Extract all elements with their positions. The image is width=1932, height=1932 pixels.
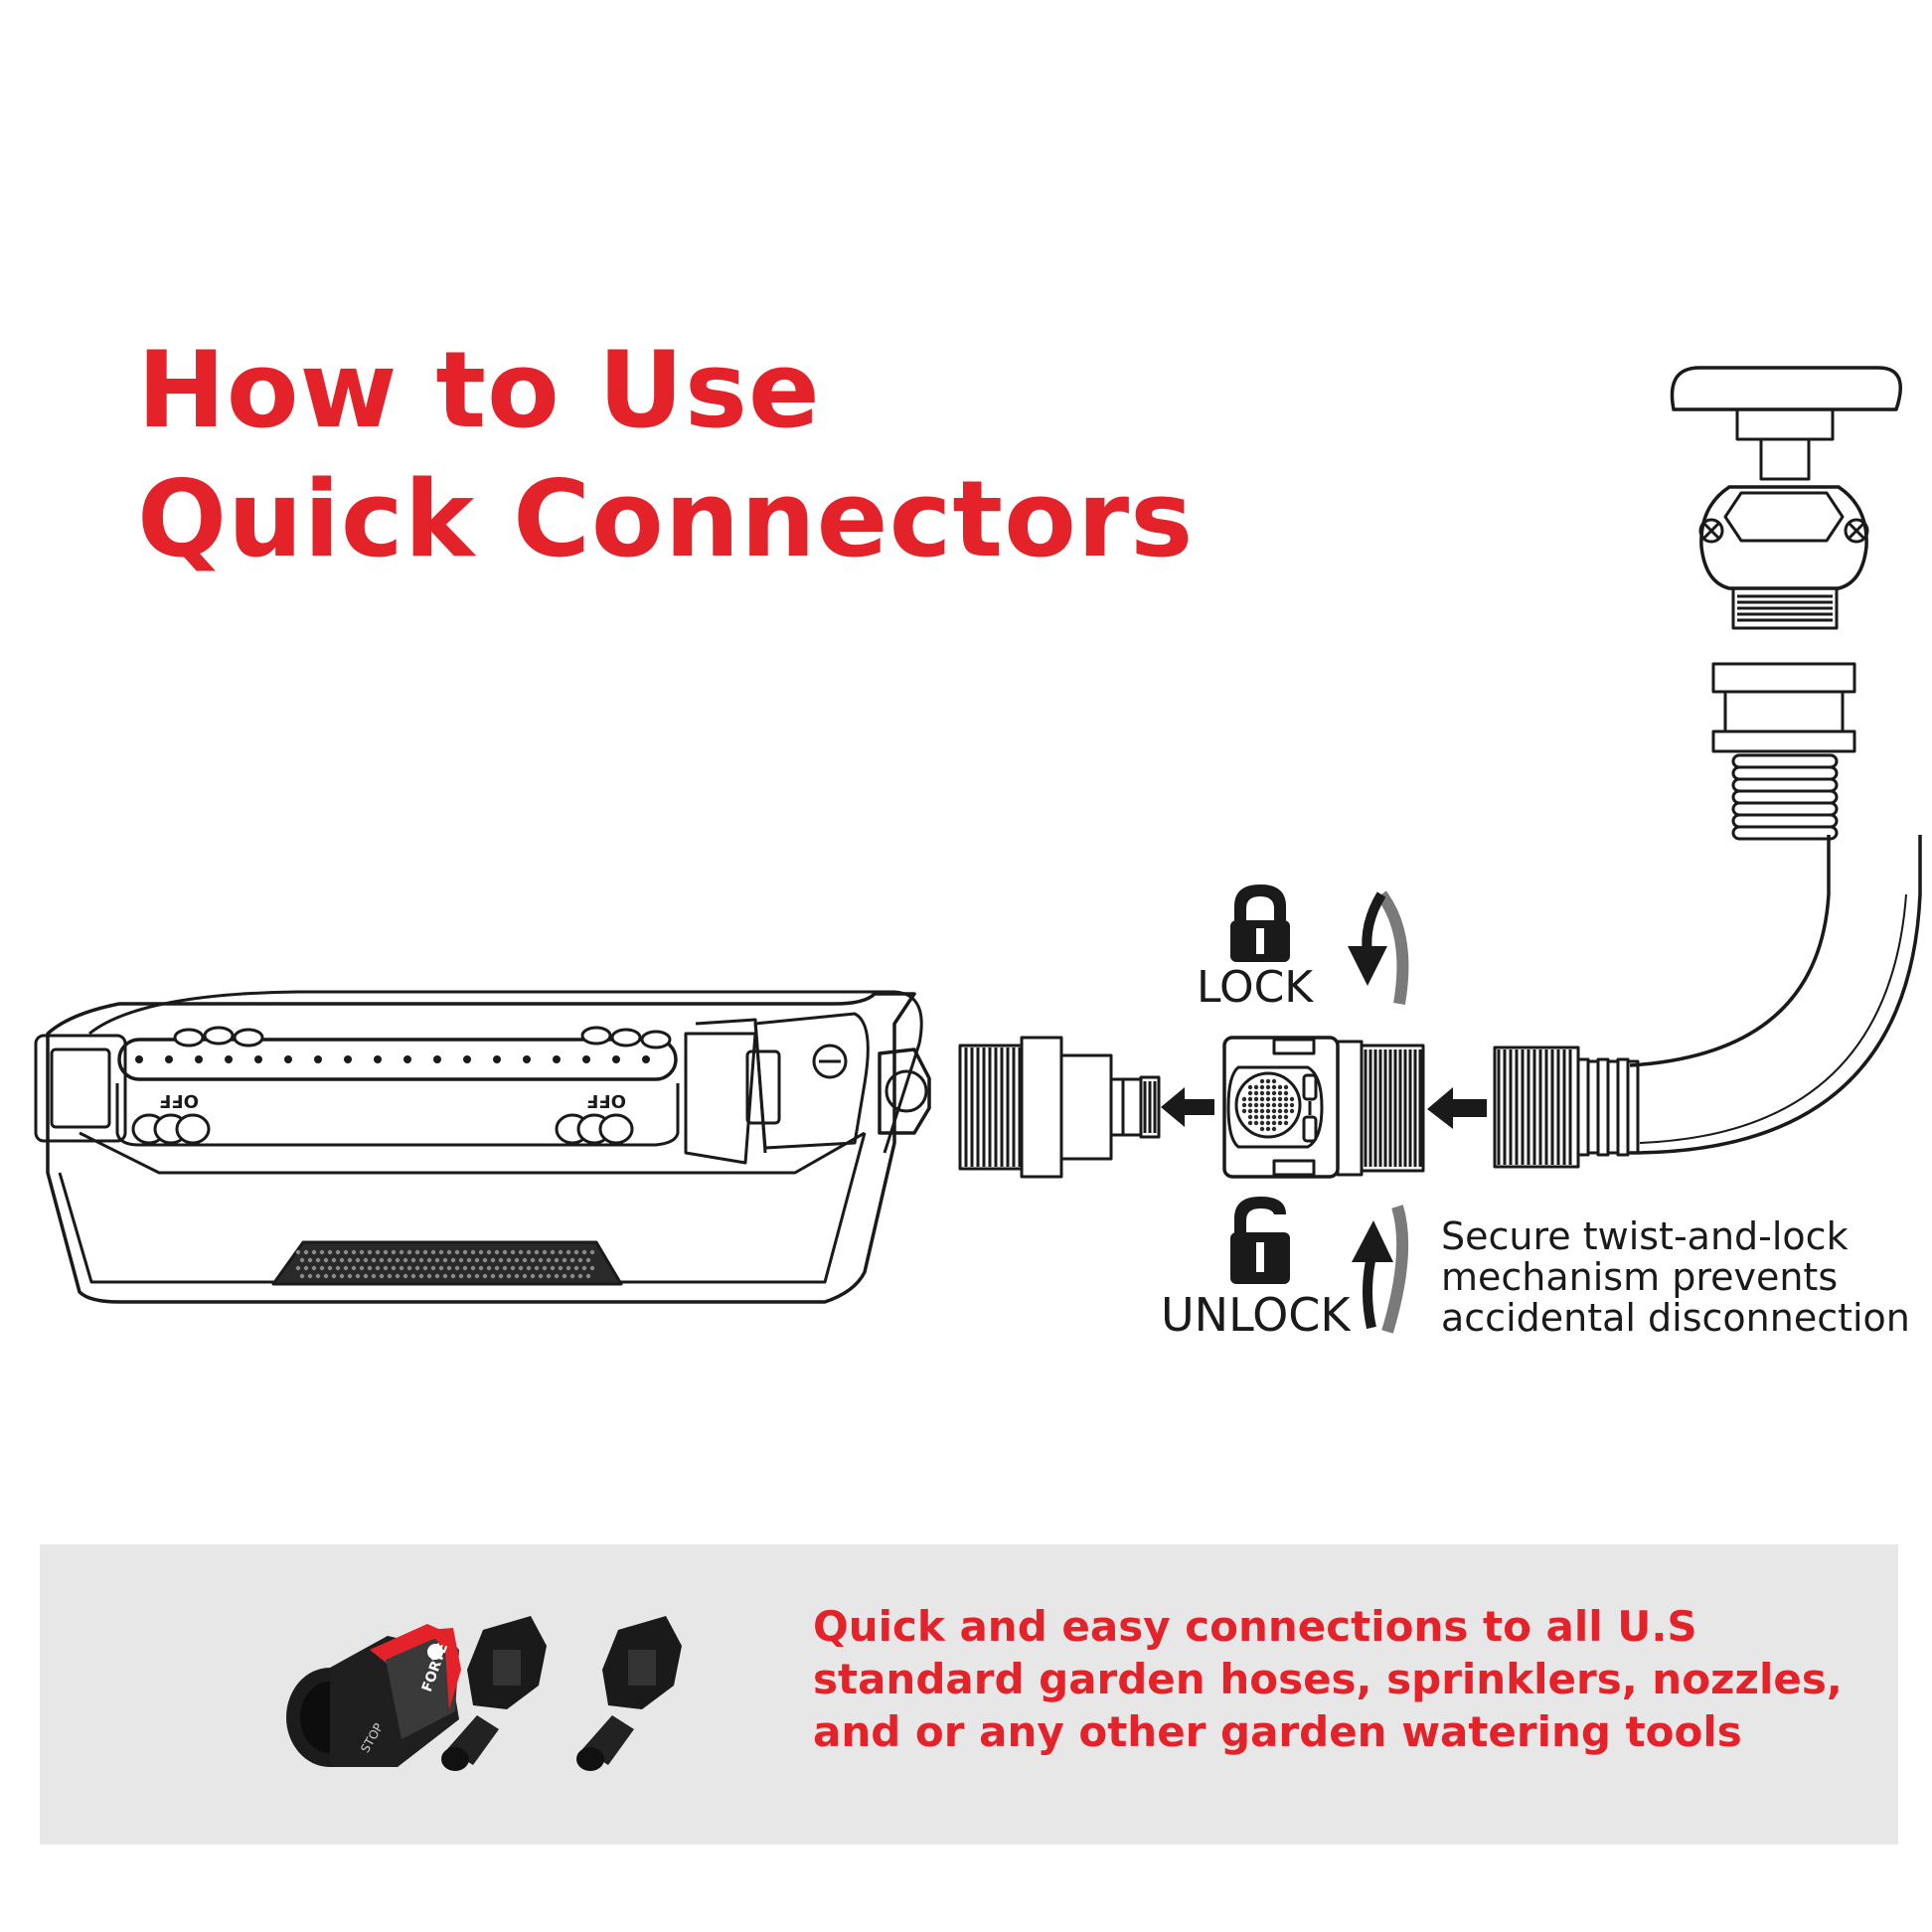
- panel-line-3: and or any other garden watering tools: [813, 1707, 1742, 1756]
- title-line-1: How to Use: [137, 329, 821, 451]
- title-line-2: Quick Connectors: [137, 458, 1195, 580]
- mechanism-description: Secure twist-and-lock mechanism prevents…: [1441, 1216, 1910, 1339]
- lock-open-icon: [1230, 1197, 1290, 1284]
- product-adapter-2: [576, 1616, 682, 1771]
- description-line-2: mechanism prevents: [1441, 1255, 1839, 1299]
- sprinkler-off-right: OFF: [586, 1090, 626, 1111]
- product-photo: FORTE STOP: [286, 1616, 682, 1771]
- lock-closed-icon: [1230, 885, 1290, 962]
- panel-description: Quick and easy connections to all U.S st…: [813, 1600, 1843, 1758]
- sprinkler-off-left: OFF: [159, 1090, 199, 1111]
- description-line-3: accidental disconnection: [1441, 1296, 1910, 1340]
- panel-line-2: standard garden hoses, sprinklers, nozzl…: [813, 1655, 1843, 1703]
- lock-label: LOCK: [1197, 962, 1314, 1013]
- product-adapter-1: [441, 1616, 547, 1771]
- rotate-arrow-icon-lock: [1348, 890, 1409, 1006]
- panel-line-1: Quick and easy connections to all U.S: [813, 1602, 1697, 1651]
- page-title: How to Use Quick Connectors: [137, 326, 1194, 584]
- oscillating-sprinkler: [34, 990, 931, 1304]
- faucet: [1670, 366, 1902, 630]
- male-adapter: [958, 1036, 1161, 1179]
- quick-connector: [1222, 1036, 1425, 1179]
- product-quick-connector: FORTE STOP: [286, 1624, 461, 1767]
- unlock-label: UNLOCK: [1161, 1288, 1351, 1342]
- rotate-arrow-icon-unlock: [1352, 1205, 1409, 1334]
- arrow-left-icon-2: [1427, 1087, 1487, 1129]
- description-line-1: Secure twist-and-lock: [1441, 1214, 1849, 1258]
- arrow-left-icon-1: [1161, 1087, 1214, 1127]
- garden-hose: [1493, 662, 1922, 1169]
